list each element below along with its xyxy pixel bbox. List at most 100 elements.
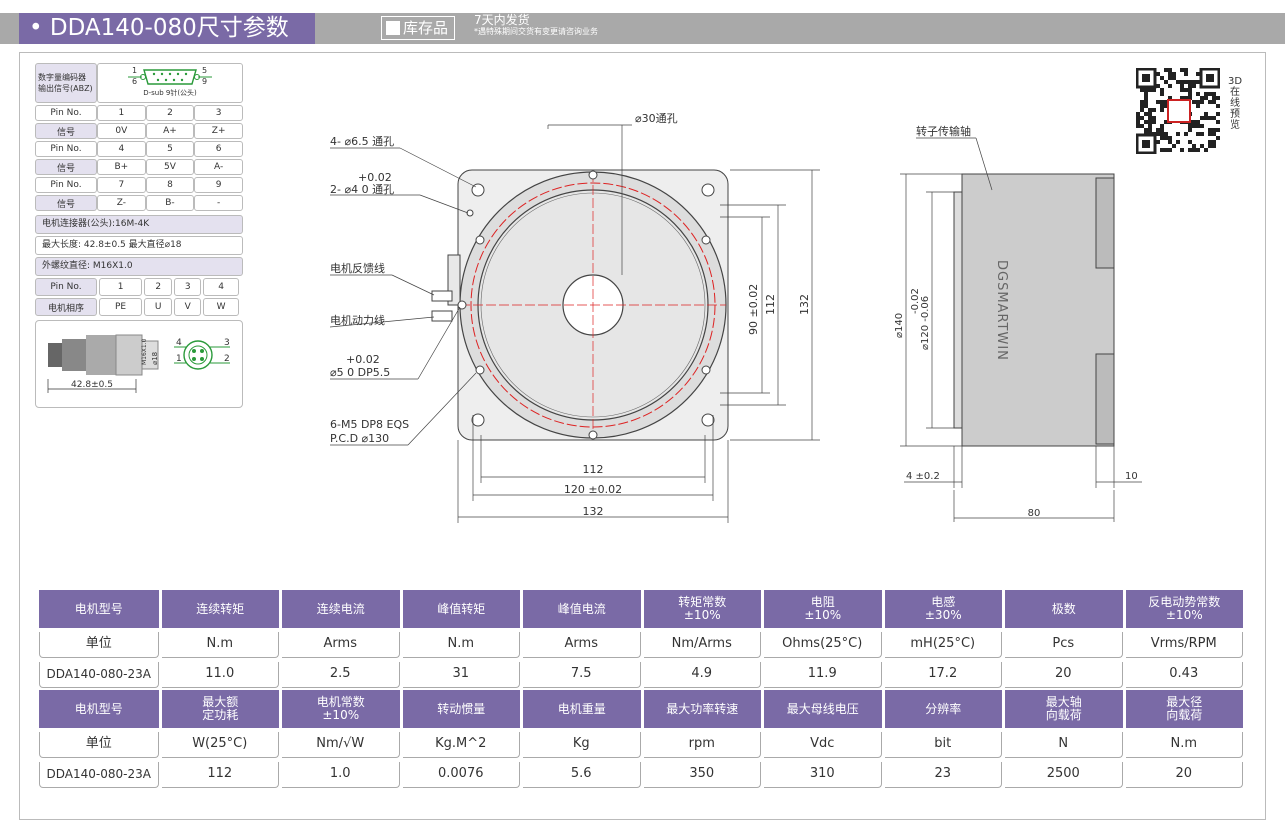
svg-text:1: 1	[176, 354, 182, 364]
svg-text:90 ±0.02: 90 ±0.02	[747, 284, 760, 335]
pin-cell: A-	[194, 159, 243, 175]
svg-text:9: 9	[202, 77, 207, 86]
thread-info: 外螺纹直径: M16X1.0	[35, 257, 243, 276]
pin-row-label: Pin No.	[35, 177, 97, 193]
spec-value-cell: 17.2	[884, 662, 1002, 688]
pin-cell: 6	[194, 141, 243, 157]
pin-cell: 3	[194, 105, 243, 121]
phase-row-label: 电机相序	[35, 298, 97, 316]
spec-unit-cell: W(25°C)	[161, 732, 279, 758]
svg-text:5: 5	[202, 66, 207, 75]
phase-cell: U	[144, 298, 173, 316]
pin-cell: -	[194, 195, 243, 211]
spec-header-cell: 最大母线电压	[764, 690, 882, 728]
pin-row-label: 信号	[35, 123, 97, 139]
encoder-label: 数字量编码器 输出信号(ABZ)	[35, 63, 97, 103]
connector-illustration: M16X1.0 ⌀18 42.8±0.5 4 1 3 2	[47, 334, 230, 393]
svg-text:3: 3	[224, 338, 230, 348]
spec-value-cell: DDA140-080-23A	[39, 662, 159, 688]
spec-unit-cell: Vrms/RPM	[1125, 632, 1243, 658]
phase-cell: 4	[203, 278, 239, 296]
spec-value-cell: 2500	[1005, 762, 1123, 788]
pin-row-label: 信号	[35, 159, 97, 175]
phase-row-label: Pin No.	[35, 278, 97, 296]
delivery-line1: 7天内发货	[474, 13, 530, 27]
svg-text:10: 10	[1125, 471, 1138, 482]
spec-unit-cell: N.m	[161, 632, 279, 658]
encoder-pin-table: 数字量编码器 输出信号(ABZ) 1 6 5 9 D-sub 9针(公头) Pi…	[35, 61, 243, 213]
spec-unit-cell: Nm/√W	[282, 732, 400, 758]
pin-cell: 5V	[145, 159, 195, 175]
connector-info: 电机连接器(公头):16M-4K	[35, 215, 243, 234]
svg-text:6: 6	[132, 77, 137, 86]
pin-panel: 数字量编码器 输出信号(ABZ) 1 6 5 9 D-sub 9针(公头) Pi…	[35, 61, 243, 408]
spec-value-cell: 11.9	[764, 662, 882, 688]
spec-header-cell: 最大功率转速	[643, 690, 761, 728]
spec-unit-cell: Arms	[523, 632, 641, 658]
spec-header-cell: 最大额 定功耗	[161, 690, 279, 728]
svg-text:+0.02: +0.02	[358, 171, 392, 184]
pin-row-label: Pin No.	[35, 141, 97, 157]
pin-cell: 4	[97, 141, 146, 157]
holes65-label: 4- ⌀6.5 通孔	[330, 135, 394, 148]
pin-row-label: 信号	[35, 195, 97, 211]
svg-text:132: 132	[798, 294, 811, 315]
spec-value-cell: 4.9	[643, 662, 761, 688]
spec-header-cell: 峰值转矩	[402, 590, 520, 628]
svg-text:4: 4	[176, 338, 182, 348]
connector-drawing: M16X1.0 ⌀18 42.8±0.5 4 1 3 2	[35, 320, 243, 408]
spec-header-cell: 峰值电流	[523, 590, 641, 628]
spec-value-cell: 310	[764, 762, 882, 788]
spec-unit-cell: Vdc	[764, 732, 882, 758]
feedback-label: 电机反馈线	[330, 261, 385, 275]
svg-text:80: 80	[1028, 508, 1041, 519]
pin-cell: B+	[97, 159, 146, 175]
spec-header-cell: 电机常数 ±10%	[282, 690, 400, 728]
shaft-label: 转子传输轴	[916, 124, 971, 138]
spec-unit-cell: rpm	[643, 732, 761, 758]
qr-code[interactable]	[1136, 68, 1220, 154]
spec-value-cell: 5.6	[523, 762, 641, 788]
front-view-drawing: ⌀30通孔 4- ⌀6.5 通孔 +0.02 2- ⌀4 0 通孔 电机反馈线 …	[329, 112, 820, 523]
phase-cell: W	[203, 298, 239, 316]
svg-text:⌀140: ⌀140	[894, 313, 905, 338]
pin-cell: 5	[145, 141, 195, 157]
spec-value-cell: 2.5	[282, 662, 400, 688]
spec-header-cell: 连续转矩	[161, 590, 279, 628]
holes4-label: 2- ⌀4 0 通孔	[330, 183, 394, 196]
spec-unit-cell: 单位	[39, 632, 159, 658]
dsub-cell: 1 6 5 9 D-sub 9针(公头)	[97, 63, 243, 103]
phase-cell: 2	[144, 278, 173, 296]
spec-header-cell: 极数	[1005, 590, 1123, 628]
svg-text:112: 112	[583, 463, 604, 476]
spec-value-cell: 0.0076	[402, 762, 520, 788]
spec-header-cell: 电机型号	[39, 590, 159, 628]
through30-label: ⌀30通孔	[635, 112, 678, 125]
spec-value-cell: 7.5	[523, 662, 641, 688]
spec-value-cell: 112	[161, 762, 279, 788]
brand-text: DGSMARTWIN	[994, 260, 1009, 361]
spec-value-cell: 20	[1125, 762, 1243, 788]
svg-text:+0.02: +0.02	[346, 353, 380, 366]
qr-label: 3D在线预览	[1228, 76, 1243, 131]
spec-unit-cell: mH(25°C)	[884, 632, 1002, 658]
spec-header-cell: 电机重量	[523, 690, 641, 728]
svg-text:⌀120 -0.06: ⌀120 -0.06	[920, 296, 931, 350]
dsub-connector-icon: 1 6 5 9 D-sub 9针(公头)	[128, 66, 212, 97]
max-length-info: 最大长度: 42.8±0.5 最大直径⌀18	[35, 236, 243, 255]
svg-text:4 ±0.2: 4 ±0.2	[906, 471, 940, 482]
pin-cell: Z-	[97, 195, 146, 211]
spec-value-cell: 20	[1005, 662, 1123, 688]
spec-header-cell: 反电动势常数 ±10%	[1125, 590, 1243, 628]
pin-cell: 8	[145, 177, 195, 193]
svg-text:132: 132	[583, 505, 604, 518]
pcd-label: P.C.D ⌀130	[330, 432, 389, 445]
spec-unit-cell: Kg	[523, 732, 641, 758]
